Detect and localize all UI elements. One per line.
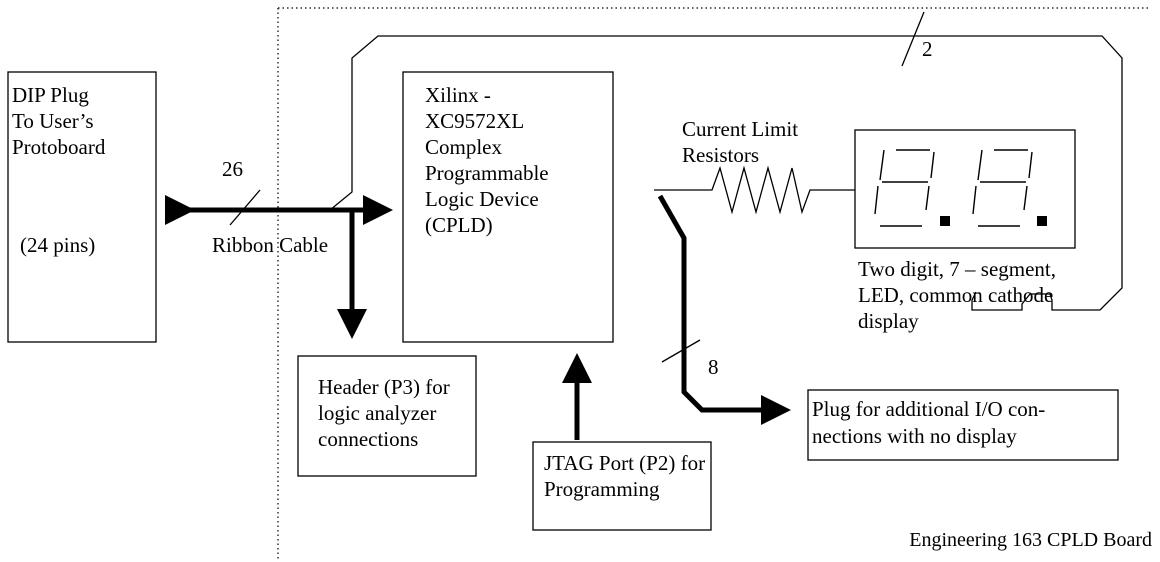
io-bus-slash (661, 339, 701, 363)
io-plug-label: Plug for additional I/O con- nections wi… (812, 397, 1051, 448)
io-width-label: 8 (708, 355, 719, 379)
cpld-label: Xilinx - XC9572XL Complex Programmable L… (425, 83, 554, 237)
jtag-port-box (532, 441, 712, 531)
header-p3-label: Header (P3) for logic analyzer connectio… (318, 375, 455, 451)
ribbon-bus-slash (229, 189, 261, 226)
feedback-bus-slash (901, 11, 925, 67)
led-display-box (854, 129, 1076, 249)
ribbon-cable-label: Ribbon Cable (212, 233, 328, 257)
dip-plug-box (7, 71, 157, 343)
ribbon-width-label: 26 (222, 157, 243, 181)
board-boundary (277, 7, 1150, 560)
cpld-box (402, 71, 614, 343)
header-p3-box (297, 355, 477, 477)
board-title: Engineering 163 CPLD Board (909, 529, 1152, 551)
io-bus (657, 194, 792, 425)
jtag-port-label: JTAG Port (P2) for Programming (544, 451, 710, 501)
io-plug-box (807, 389, 1119, 461)
decimal-point-2 (1037, 216, 1047, 226)
current-limit-resistor-icon (654, 165, 855, 215)
dip-plug-label: DIP Plug To User’s Protoboard (24 pins) (12, 83, 111, 257)
resistor-label: Current Limit Resistors (682, 117, 803, 167)
feedback-width-label: 2 (922, 37, 933, 61)
led-display-label: Two digit, 7 – segment, LED, common cath… (858, 257, 1061, 333)
feedback-loop-line (329, 35, 1123, 311)
seven-segment-digits-icon (874, 149, 1033, 227)
decimal-point-1 (940, 216, 950, 226)
